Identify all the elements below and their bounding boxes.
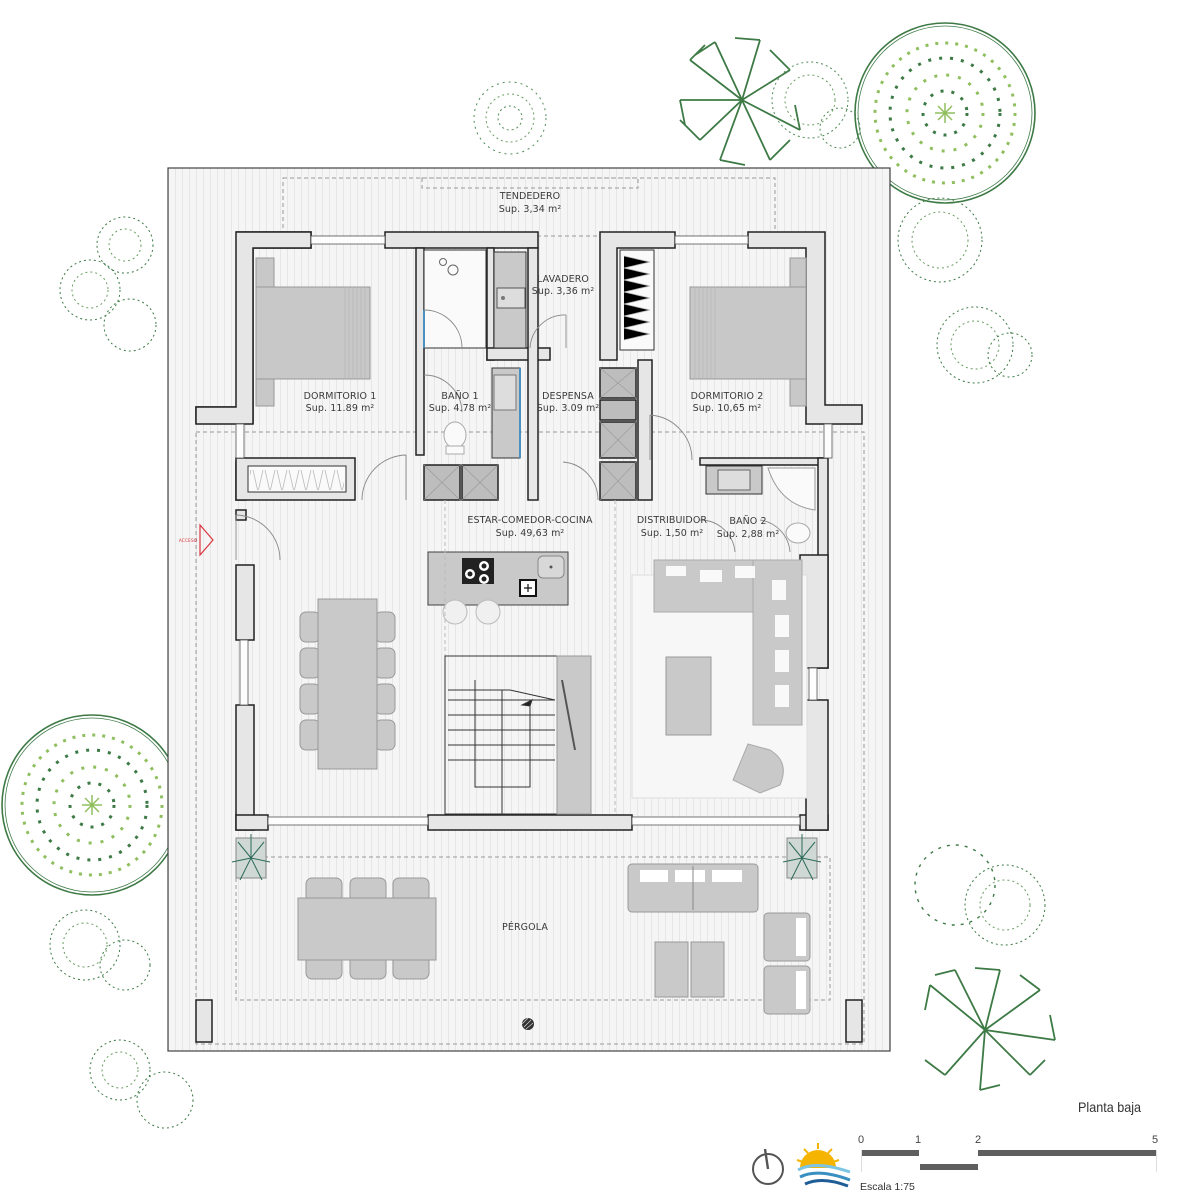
armchair — [732, 743, 784, 794]
room-name: DISTRIBUIDOR — [637, 515, 708, 526]
palm-tree-icon — [924, 967, 1056, 1091]
scale-tick-label: 1 — [915, 1134, 922, 1146]
room-name: ESTAR-COMEDOR-COCINA — [467, 515, 593, 526]
dining-set — [299, 598, 396, 770]
scale-tick-label: 0 — [858, 1134, 865, 1146]
staircase — [444, 655, 558, 815]
bed — [255, 257, 807, 407]
toilet-icon — [443, 421, 467, 449]
room-labels: TENDEDERO Sup. 3,34 m² LAVADERO Sup. 3,3… — [304, 191, 780, 933]
planter-icon — [231, 834, 822, 881]
drawing-title: Planta baja — [1078, 1099, 1142, 1115]
scale-segment — [978, 1150, 1156, 1156]
room-name: DESPENSA — [542, 391, 594, 402]
scale-tick-label: 2 — [975, 1134, 982, 1146]
sun-sea-logo-icon — [796, 1143, 851, 1188]
scale-caption: Escala 1:75 — [860, 1181, 915, 1193]
coffee-table — [665, 656, 712, 736]
room-name: DORMITORIO 2 — [691, 391, 764, 402]
pergola-outline — [235, 856, 831, 1001]
shrub-icon — [771, 61, 861, 149]
shrub-icon — [59, 216, 157, 352]
room-area: Sup. 11.89 m² — [306, 403, 375, 414]
room-name: PÉRGOLA — [502, 921, 548, 933]
entry-arrow-icon: ACCESO — [179, 523, 214, 557]
large-tree-icon — [1, 714, 183, 896]
shrub-icon — [473, 81, 547, 155]
room-name: TENDEDERO — [499, 191, 561, 202]
room-area: Sup. 4.78 m² — [429, 403, 492, 414]
room-name: BAÑO 1 — [441, 391, 478, 402]
room-name: LAVADERO — [537, 274, 589, 285]
large-tree-icon — [854, 22, 1036, 204]
scale-tick-label: 5 — [1152, 1134, 1159, 1146]
bar-stool — [442, 599, 468, 625]
stair-railing — [556, 655, 592, 815]
pillar — [845, 999, 863, 1043]
pillar — [195, 999, 213, 1043]
scale-segment — [920, 1164, 978, 1170]
palm-tree-icon — [679, 37, 801, 166]
room-area: Sup. 1,50 m² — [641, 528, 704, 539]
outdoor-dining-set — [297, 877, 437, 980]
terrace-outline — [195, 431, 865, 1045]
toilet-icon — [785, 522, 811, 544]
room-name: DORMITORIO 1 — [304, 391, 377, 402]
shower-tray — [767, 467, 816, 511]
shrub-icon — [914, 844, 1046, 946]
shower — [423, 249, 487, 349]
room-name: BAÑO 2 — [729, 516, 766, 527]
scale-segment — [861, 1150, 919, 1156]
shrub-icon — [49, 909, 194, 1129]
room-area: Sup. 3,34 m² — [499, 204, 562, 215]
room-area: Sup. 10,65 m² — [693, 403, 762, 414]
room-area: Sup. 3,36 m² — [532, 286, 595, 297]
room-area: Sup. 3.09 m² — [537, 403, 600, 414]
room-area: Sup. 2,88 m² — [717, 529, 780, 540]
room-area: Sup. 49,63 m² — [496, 528, 565, 539]
doors — [235, 309, 791, 561]
windows — [235, 235, 833, 826]
north-arrow-icon — [752, 1148, 784, 1185]
svg-text:ACCESO: ACCESO — [179, 538, 198, 544]
shrub-icon — [897, 197, 1033, 384]
bar-stool — [475, 599, 501, 625]
